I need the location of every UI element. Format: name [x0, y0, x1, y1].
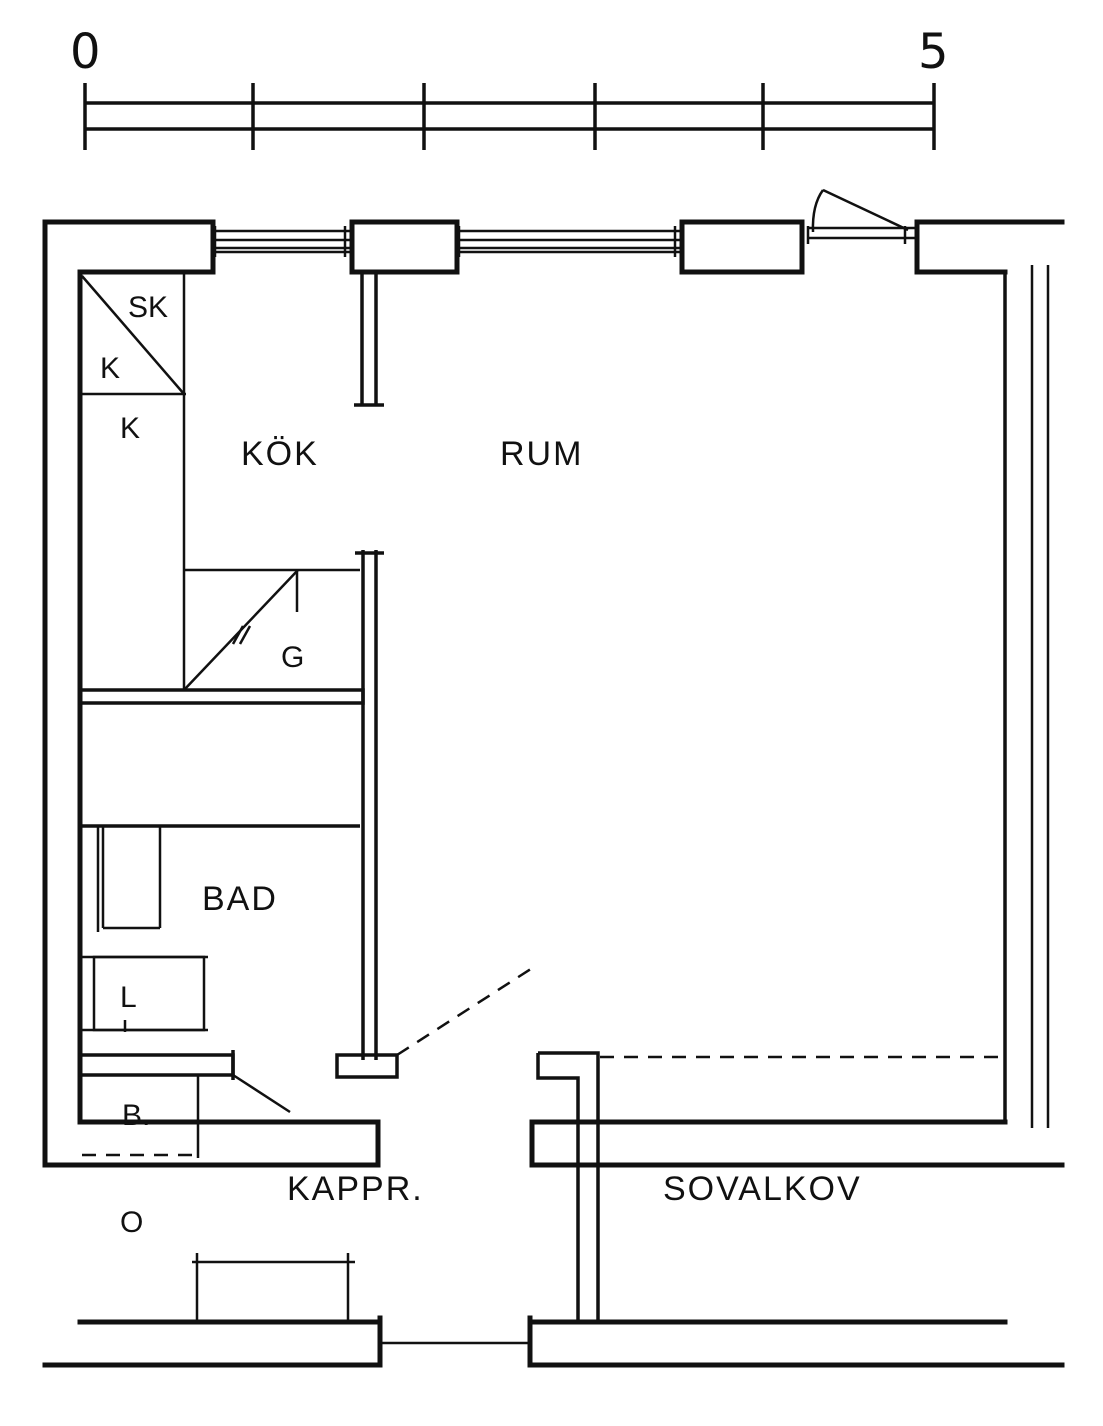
- alcove-walls: [536, 1051, 1005, 1320]
- scale-end-label: 5: [918, 24, 949, 80]
- window-left: [213, 226, 350, 257]
- window-right: [457, 226, 680, 257]
- wall-pier: [679, 219, 805, 275]
- room-label-rum: RUM: [500, 435, 583, 473]
- fixture-label-b: B.: [122, 1099, 150, 1132]
- fridge-diagonal: [81, 275, 185, 395]
- outer-walls: [42, 219, 1065, 1168]
- wall-pier: [349, 219, 460, 275]
- door-swing-arc: [811, 189, 825, 233]
- fixture-labels: SK K K G L B. O: [100, 291, 304, 1239]
- kitchen-bath-divider: [78, 688, 365, 705]
- wall-outer-left: [42, 219, 381, 1168]
- scale-start-label: 0: [70, 24, 101, 80]
- partitions: [78, 272, 538, 1322]
- stove-tick: [238, 625, 252, 645]
- fixture-label-sk: SK: [128, 291, 168, 324]
- room-label-sovalkov: SOVALKOV: [663, 1170, 862, 1208]
- bath-door-leaf: [232, 1073, 291, 1114]
- fixture-label-k-lower: K: [120, 412, 140, 445]
- alcove-wall-outer: [538, 1051, 600, 1320]
- wall-bottom-right-inner: [529, 1119, 1008, 1168]
- wall-top-right: [914, 219, 1065, 275]
- room-label-bad: BAD: [202, 880, 278, 918]
- fixture-label-k-upper: K: [100, 352, 120, 385]
- fixture-label-l: L: [120, 981, 137, 1014]
- alcove-wall-inner: [536, 1053, 580, 1320]
- door-leaf: [822, 188, 909, 232]
- fixture-label-o: O: [120, 1206, 143, 1239]
- scale-bar: 0 5: [70, 24, 949, 150]
- bath-hall-wall: [78, 1053, 235, 1077]
- room-door-swing: [396, 963, 538, 1057]
- fixture-label-g: G: [281, 641, 304, 674]
- balcony-door: [806, 188, 915, 244]
- stove-tick: [231, 625, 245, 645]
- partition-end: [335, 1053, 399, 1079]
- room-label-kok: KÖK: [241, 435, 319, 473]
- room-labels: KÖK RUM BAD KAPPR. SOVALKOV: [202, 435, 862, 1208]
- entrance-door: [42, 1315, 1065, 1368]
- sink-box: [92, 955, 206, 1032]
- room-label-kappr: KAPPR.: [287, 1170, 424, 1208]
